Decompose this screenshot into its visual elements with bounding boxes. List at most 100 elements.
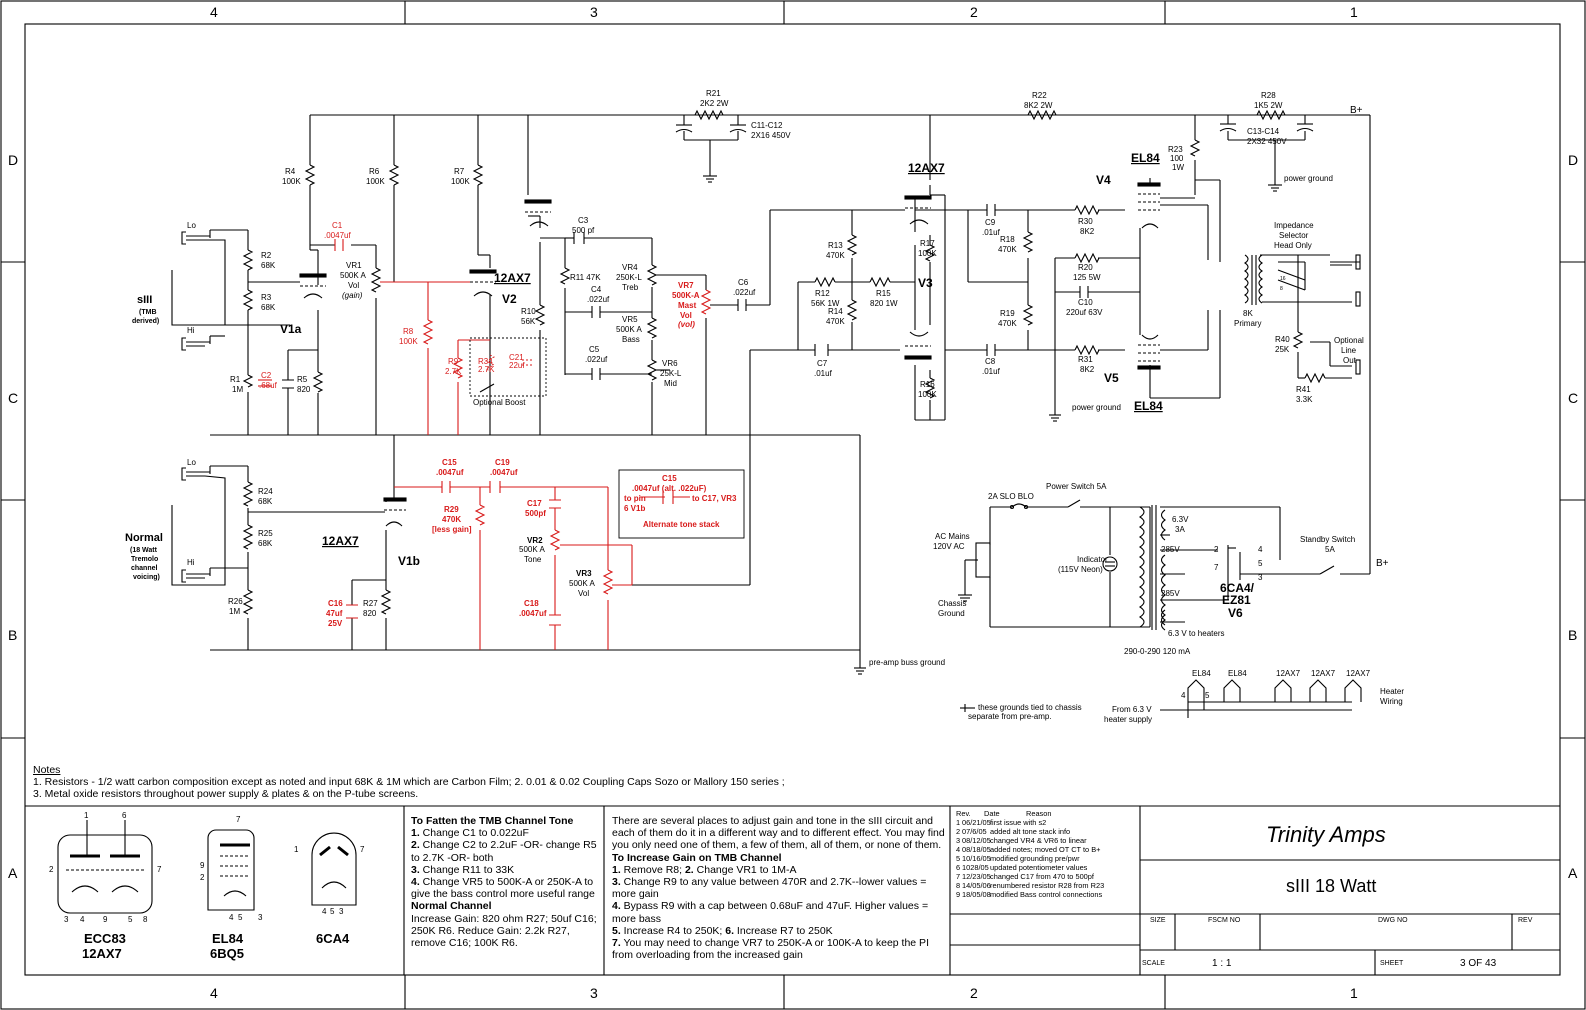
svg-text:820: 820: [297, 385, 311, 394]
svg-text:R1: R1: [230, 375, 241, 384]
zone-top-1: 1: [1350, 4, 1358, 20]
svg-text:500K-A: 500K-A: [672, 291, 700, 300]
svg-text:Head Only: Head Only: [1274, 241, 1312, 250]
svg-text:power ground: power ground: [1072, 403, 1121, 412]
svg-text:2A SLO BLO: 2A SLO BLO: [988, 492, 1034, 501]
svg-text:B+: B+: [1376, 558, 1389, 569]
revision-number: 4: [956, 845, 961, 854]
r3-resistor: [242, 289, 254, 311]
svg-text:V1b: V1b: [398, 554, 420, 568]
svg-text:R28: R28: [1261, 91, 1276, 100]
r12-resistor: [814, 276, 836, 288]
svg-text:.022uf: .022uf: [585, 355, 608, 364]
svg-text:6CA4/: 6CA4/: [1220, 581, 1255, 595]
svg-text:R22: R22: [1032, 91, 1047, 100]
revision-reason: added notes; moved OT CT to B+: [990, 845, 1101, 854]
revision-date: 18/05/08: [962, 890, 991, 899]
svg-text:V4: V4: [1096, 173, 1111, 187]
revision-number: 1: [956, 818, 961, 827]
r7-resistor: [472, 164, 484, 186]
svg-text:.01uf: .01uf: [814, 369, 833, 378]
r2-resistor: [242, 249, 254, 271]
notes-line-2: 3. Metal oxide resistors throughout powe…: [33, 788, 419, 801]
svg-text:R31: R31: [1078, 355, 1093, 364]
svg-text:R21: R21: [706, 89, 721, 98]
c1-cap: [334, 239, 344, 251]
svg-text:1 : 1: 1 : 1: [1212, 958, 1232, 969]
svg-text:power ground: power ground: [1284, 174, 1333, 183]
r23-resistor: [1189, 139, 1201, 157]
svg-text:.01uf: .01uf: [982, 228, 1001, 237]
capacitors: [282, 204, 1089, 619]
revision-reason: modified grounding pre/pwr: [990, 854, 1080, 863]
c9-cap: [986, 204, 996, 216]
svg-text:7: 7: [236, 815, 241, 824]
gain-title: To Increase Gain on TMB Channel: [612, 851, 782, 864]
svg-text:2: 2: [200, 873, 205, 882]
revision-reason: modified Bass control connections: [990, 890, 1103, 899]
svg-text:DWG NO: DWG NO: [1378, 917, 1408, 924]
svg-text:R8: R8: [403, 327, 414, 336]
svg-text:C15: C15: [662, 474, 677, 483]
r21-resistor: [694, 109, 724, 121]
optional-boost: [469, 337, 547, 397]
c4-cap: [591, 306, 601, 318]
svg-text:R17: R17: [920, 239, 935, 248]
svg-text:5: 5: [1205, 691, 1210, 700]
svg-text:470K: 470K: [826, 251, 845, 260]
revision-reason: renumbered resistor R28 from R23: [990, 881, 1105, 890]
svg-text:C11-C12: C11-C12: [751, 121, 783, 130]
svg-text:7: 7: [1214, 563, 1219, 572]
zone-left-a: A: [8, 865, 18, 881]
svg-text:100K: 100K: [366, 177, 385, 186]
svg-text:4: 4: [1258, 545, 1263, 554]
fatten-tone-panel: To Fatten the TMB Channel Tone 1. Change…: [411, 815, 597, 950]
svg-text:EZ81: EZ81: [1222, 593, 1251, 607]
svg-text:500 pf: 500 pf: [572, 226, 595, 235]
svg-text:8K2 2W: 8K2 2W: [1024, 101, 1053, 110]
svg-text:V6: V6: [1228, 606, 1243, 620]
svg-text:Wiring: Wiring: [1380, 697, 1403, 706]
svg-text:EL84: EL84: [1228, 669, 1247, 678]
revision-number: 2: [956, 827, 961, 836]
svg-text:Chassis: Chassis: [938, 599, 966, 608]
svg-text:2.7K: 2.7K: [445, 367, 462, 376]
svg-text:Selector: Selector: [1279, 231, 1309, 240]
revision-date: 07/6/05: [962, 827, 987, 836]
svg-text:Out: Out: [1343, 356, 1357, 365]
svg-text:SIZE: SIZE: [1150, 917, 1166, 924]
svg-text:1M: 1M: [229, 607, 240, 616]
svg-text:C21: C21: [509, 353, 524, 362]
svg-text:9: 9: [103, 915, 108, 924]
svg-text:Vol: Vol: [348, 281, 359, 290]
svg-text:R11 47K: R11 47K: [570, 273, 601, 282]
svg-text:Hi: Hi: [187, 558, 195, 567]
c15-cap: [441, 481, 451, 493]
svg-text:1K5 2W: 1K5 2W: [1254, 101, 1283, 110]
svg-text:Tremolo: Tremolo: [131, 556, 158, 563]
svg-text:5: 5: [330, 907, 335, 916]
svg-text:2X32 450V: 2X32 450V: [1247, 137, 1287, 146]
el84-envelope: [207, 829, 255, 911]
svg-text:5: 5: [238, 913, 243, 922]
svg-text:R14: R14: [828, 307, 843, 316]
svg-text:(18 Watt: (18 Watt: [130, 547, 158, 554]
svg-text:R40: R40: [1275, 335, 1290, 344]
svg-text:1W: 1W: [1172, 163, 1184, 172]
r14-resistor: [846, 299, 858, 321]
svg-text:R20: R20: [1078, 263, 1093, 272]
zone-bottom-4: 4: [210, 985, 218, 1001]
revision-number: 9: [956, 890, 961, 899]
svg-text:derived): derived): [132, 318, 159, 325]
r27-resistor: [380, 589, 392, 615]
c16-cap: [346, 604, 358, 619]
svg-text:6BQ5: 6BQ5: [210, 946, 244, 961]
